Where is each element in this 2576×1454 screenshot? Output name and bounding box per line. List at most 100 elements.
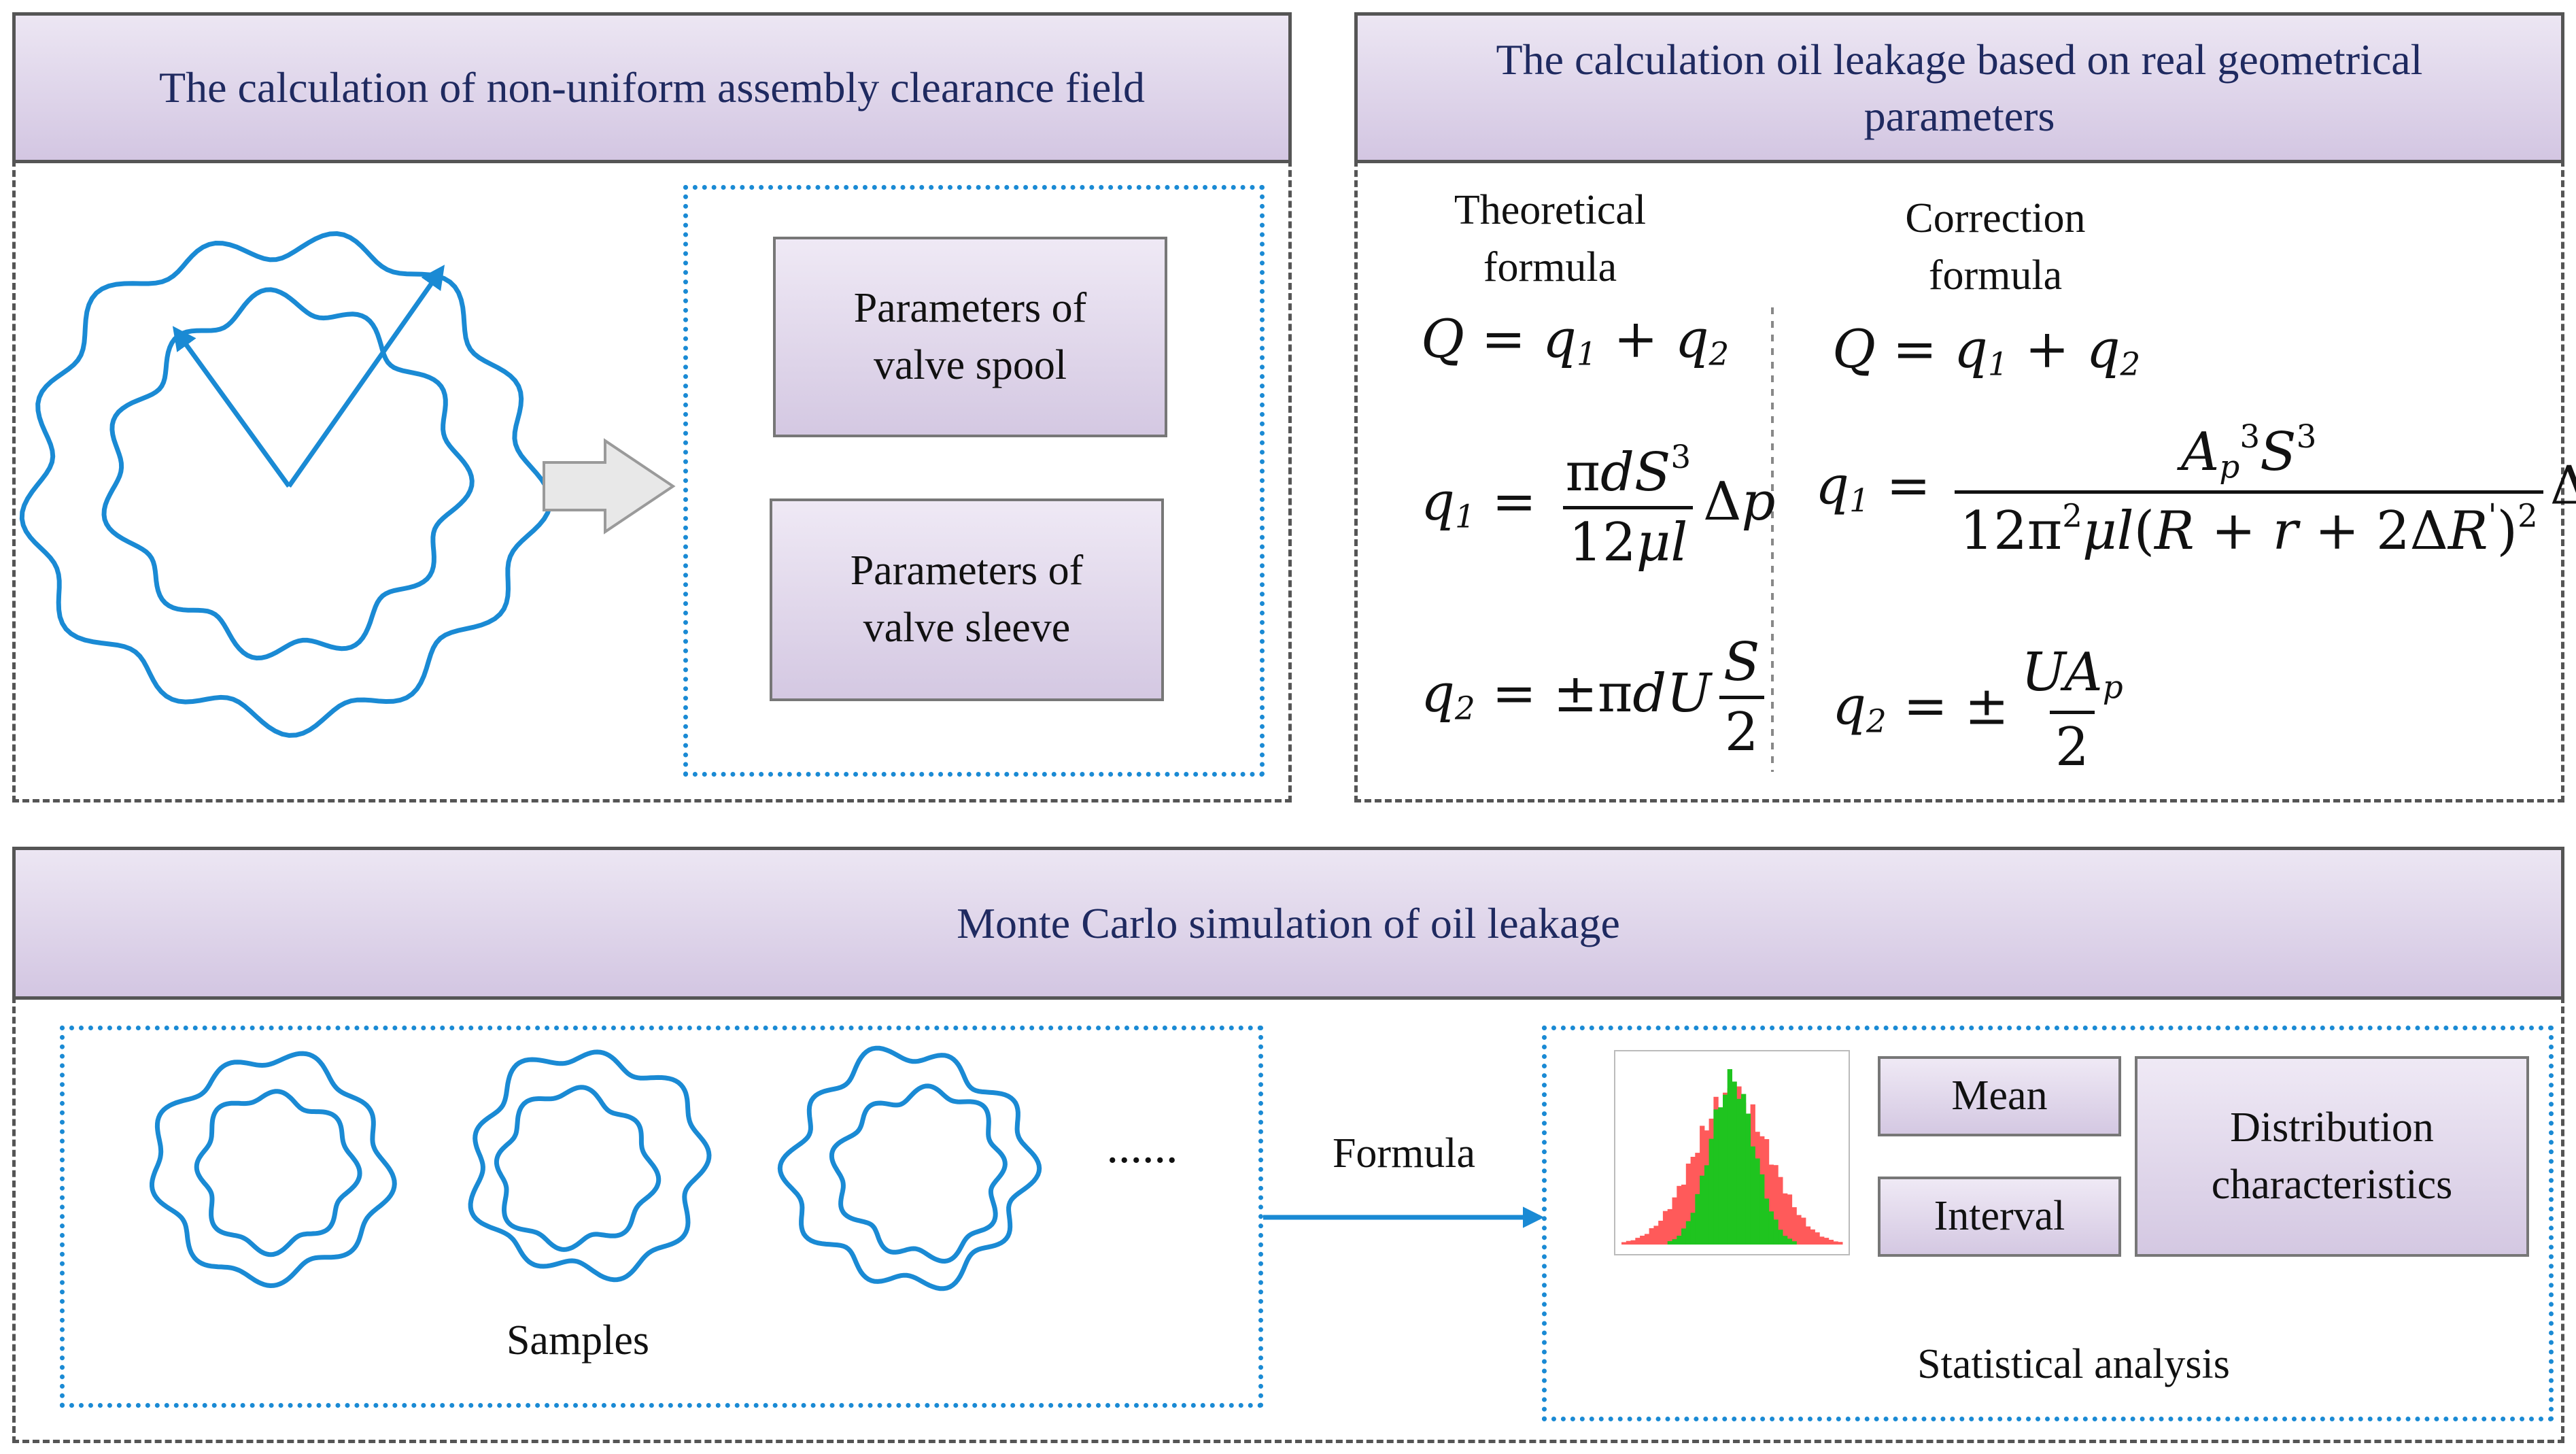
histogram-red-bar bbox=[1810, 1229, 1815, 1245]
histogram-red-bar bbox=[1667, 1208, 1672, 1245]
histogram-green-bar bbox=[1700, 1175, 1705, 1245]
histogram-red-bar bbox=[1653, 1225, 1659, 1245]
histogram-green-bar bbox=[1783, 1236, 1788, 1245]
parameters-group bbox=[683, 185, 1265, 777]
histogram-red-bar bbox=[1815, 1232, 1820, 1245]
histogram-red-bar bbox=[1801, 1217, 1806, 1245]
histogram-green-bar bbox=[1791, 1241, 1797, 1245]
histogram-red-bar bbox=[1791, 1207, 1797, 1245]
histogram-red-bar bbox=[1823, 1238, 1830, 1245]
histogram-red-bar bbox=[1672, 1197, 1677, 1245]
inner-spool-curve bbox=[101, 287, 475, 661]
sample-2-outer-curve bbox=[468, 1049, 712, 1283]
interval-box: Interval bbox=[1878, 1177, 2121, 1257]
right-arrow-icon bbox=[543, 438, 676, 535]
histogram-green-bar bbox=[1713, 1109, 1719, 1245]
sample-3-outer-curve bbox=[777, 1045, 1042, 1291]
histogram-green-bar bbox=[1768, 1211, 1774, 1245]
histogram-green-bar bbox=[1718, 1107, 1723, 1245]
histogram-green-bar bbox=[1704, 1165, 1710, 1245]
histogram-red-bar bbox=[1677, 1185, 1682, 1245]
ellipsis: ...... bbox=[1106, 1121, 1178, 1173]
sample-2-inner-curve bbox=[494, 1085, 662, 1252]
histogram-red-bar bbox=[1635, 1238, 1641, 1245]
histogram-red-bar bbox=[1681, 1184, 1687, 1245]
leakage-calculation-panel bbox=[1354, 160, 2564, 802]
histogram-red-bar bbox=[1838, 1242, 1843, 1245]
correction-total-flow-equation: Q = q1 + q2 bbox=[1832, 319, 2141, 384]
histogram-red-bar bbox=[1805, 1226, 1811, 1245]
histogram-red-bar bbox=[1778, 1177, 1783, 1245]
histogram-green-bar bbox=[1695, 1194, 1700, 1245]
clearance-field-panel bbox=[12, 160, 1292, 802]
outer-sleeve-curve bbox=[19, 231, 553, 738]
histogram-red-bar bbox=[1626, 1240, 1632, 1245]
histogram-red-bar bbox=[1773, 1165, 1779, 1245]
sample-1-outer-curve bbox=[150, 1051, 397, 1289]
histogram-green-bar bbox=[1681, 1228, 1687, 1245]
histogram-red-bar bbox=[1819, 1236, 1825, 1245]
histogram-green-bar bbox=[1773, 1219, 1779, 1245]
histogram-green-bar bbox=[1685, 1221, 1691, 1245]
histogram-green-bar bbox=[1708, 1138, 1714, 1245]
histogram-green-bar bbox=[1764, 1198, 1770, 1245]
histogram-green-bars bbox=[1667, 1069, 1797, 1245]
histogram-red-bar bbox=[1685, 1164, 1691, 1245]
histogram-green-bar bbox=[1736, 1098, 1742, 1245]
histogram-green-bar bbox=[1677, 1236, 1682, 1245]
clearance-field-title: The calculation of non-uniform assembly … bbox=[12, 12, 1292, 163]
histogram-red-bar bbox=[1649, 1228, 1654, 1245]
monte-carlo-title: Monte Carlo simulation of oil leakage bbox=[12, 847, 2564, 1000]
sample-1-inner-curve bbox=[194, 1089, 362, 1257]
statistical-analysis-group bbox=[1542, 1026, 2554, 1421]
histogram-green-bar bbox=[1745, 1113, 1751, 1245]
theoretical-formula-label: Theoretical formula bbox=[1454, 187, 1647, 290]
valve-sleeve-parameters: Parameters of valve sleeve bbox=[770, 498, 1164, 701]
monte-carlo-panel bbox=[12, 996, 2564, 1443]
theoretical-total-flow-equation: Q = q1 + q2 bbox=[1421, 309, 1730, 373]
outer-radius-arrow bbox=[287, 265, 445, 488]
histogram-green-bar bbox=[1723, 1094, 1728, 1245]
statistical-analysis-label: Statistical analysis bbox=[1917, 1341, 2230, 1387]
histogram-red-bar bbox=[1787, 1194, 1793, 1245]
histogram-red-bar bbox=[1768, 1164, 1774, 1245]
inner-radius-arrow bbox=[172, 326, 291, 488]
histogram-red-bar bbox=[1690, 1157, 1696, 1245]
histogram-green-bar bbox=[1741, 1094, 1747, 1245]
correction-formula-label: Correction formula bbox=[1905, 195, 2086, 299]
distribution-characteristics-box: Distribution characteristics bbox=[2135, 1056, 2529, 1257]
histogram-red-bar bbox=[1783, 1193, 1788, 1245]
samples-label: Samples bbox=[506, 1317, 650, 1364]
histogram-red-bar bbox=[1764, 1139, 1770, 1245]
samples-group bbox=[60, 1026, 1263, 1408]
histogram-red-bar bbox=[1833, 1241, 1838, 1245]
histogram-red-bar bbox=[1796, 1215, 1802, 1245]
histogram-red-bar bbox=[1644, 1234, 1650, 1245]
histogram-green-bar bbox=[1755, 1158, 1760, 1245]
sample-3-inner-curve bbox=[829, 1083, 1008, 1264]
histogram-green-bar bbox=[1787, 1238, 1793, 1245]
histogram-red-bar bbox=[1640, 1236, 1645, 1245]
histogram-green-bar bbox=[1727, 1069, 1732, 1245]
mean-box: Mean bbox=[1878, 1056, 2121, 1136]
histogram-red-bar bbox=[1630, 1240, 1636, 1245]
histogram-green-bar bbox=[1750, 1146, 1755, 1245]
histogram-green-bar bbox=[1778, 1230, 1783, 1245]
histogram-red-bar bbox=[1828, 1240, 1834, 1245]
valve-spool-parameters: Parameters of valve spool bbox=[773, 237, 1167, 437]
leakage-calculation-title: The calculation oil leakage based on rea… bbox=[1354, 12, 2564, 163]
histogram-green-bar bbox=[1732, 1081, 1737, 1245]
histogram-green-bar bbox=[1667, 1241, 1672, 1245]
histogram-red-bar bbox=[1621, 1242, 1627, 1245]
histogram-green-bar bbox=[1759, 1174, 1765, 1245]
histogram-green-bar bbox=[1690, 1213, 1696, 1245]
histogram-green-bar bbox=[1672, 1239, 1677, 1245]
histogram-red-bar bbox=[1662, 1211, 1668, 1245]
